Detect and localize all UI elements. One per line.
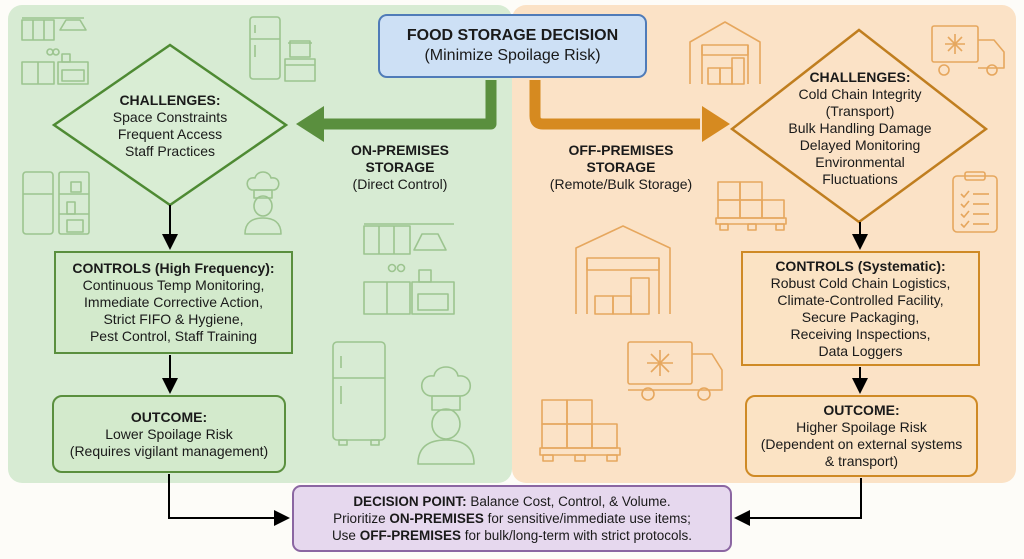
fridge-stove-icon: [249, 16, 316, 82]
off-premises-arrowhead: [702, 106, 730, 142]
fridge-icon: [332, 341, 386, 446]
off-premises-arrow: [529, 80, 700, 130]
decision-line-2-text: for sensitive/immediate use items;: [483, 511, 691, 526]
controls-line: Receiving Inspections,: [790, 325, 931, 342]
refrigerated-truck-icon: [627, 341, 723, 401]
controls-heading: CONTROLS (High Frequency):: [72, 260, 275, 276]
controls-line: Immediate Corrective Action,: [84, 294, 263, 310]
on-premises-arrowhead: [296, 106, 324, 142]
on-premises-challenges-text: CHALLENGES: Space Constraints Frequent A…: [90, 92, 250, 160]
decision-on-premises: ON-PREMISES: [389, 511, 484, 526]
off-premises-outcome-box: OUTCOME: Higher Spoilage Risk (Dependent…: [745, 395, 978, 477]
challenge-item: Delayed Monitoring: [799, 137, 921, 153]
kitchen-icon: [363, 223, 455, 315]
decision-line-3-text: for bulk/long-term with strict protocols…: [460, 528, 693, 543]
controls-line: Pest Control, Staff Training: [89, 328, 258, 344]
kitchen-icon: [21, 17, 89, 85]
off-premises-label: OFF-PREMISES STORAGE (Remote/Bulk Storag…: [536, 142, 706, 193]
on-premises-label-note: (Direct Control): [352, 176, 448, 192]
challenges-heading: CHALLENGES:: [119, 92, 221, 108]
warehouse-icon: [575, 225, 671, 315]
challenges-heading: CHALLENGES:: [809, 69, 911, 85]
off-premises-challenges-text: CHALLENGES: Cold Chain Integrity (Transp…: [780, 69, 940, 188]
off-premises-controls-box: CONTROLS (Systematic): Robust Cold Chain…: [741, 251, 980, 366]
decision-line-1: DECISION POINT: Balance Cost, Control, &…: [353, 493, 670, 510]
outcome-line: Lower Spoilage Risk: [105, 425, 233, 442]
decision-point-box: DECISION POINT: Balance Cost, Control, &…: [292, 485, 732, 552]
connector-outcome-right-to-decision: [734, 478, 862, 526]
clipboard-checklist-icon: [952, 171, 998, 233]
off-premises-label-line1: OFF-PREMISES: [568, 142, 674, 158]
challenge-item: Fluctuations: [822, 171, 898, 187]
on-premises-label-line1: ON-PREMISES: [350, 142, 449, 158]
controls-line: Strict FIFO & Hygiene,: [103, 311, 244, 327]
controls-line: Climate-Controlled Facility,: [777, 291, 944, 308]
warehouse-icon: [689, 21, 761, 85]
outcome-line: & transport): [824, 453, 899, 469]
challenge-item: Staff Practices: [124, 143, 215, 159]
challenge-item: Environmental: [815, 154, 905, 170]
on-premises-label-line2: STORAGE: [365, 159, 435, 175]
outcome-line: (Requires vigilant management): [69, 442, 269, 459]
pallet-boxes-icon: [539, 399, 621, 462]
on-premises-outcome-box: OUTCOME: Lower Spoilage Risk (Requires v…: [52, 395, 286, 473]
decision-off-premises: OFF-PREMISES: [359, 528, 461, 543]
decision-line-3-pre: Use: [331, 528, 360, 543]
outcome-line: (Dependent on external systems: [760, 436, 963, 452]
chef-icon: [244, 171, 282, 235]
pallet-boxes-icon: [715, 181, 787, 231]
decision-line-2-pre: Prioritize: [333, 511, 390, 526]
decision-line-1-text: Balance Cost, Control, & Volume.: [466, 494, 671, 509]
title-heading: FOOD STORAGE DECISION: [406, 27, 619, 44]
decision-heading: DECISION POINT:: [353, 494, 467, 509]
on-premises-label: ON-PREMISES STORAGE (Direct Control): [320, 142, 480, 193]
refrigerated-truck-icon: [931, 25, 1005, 76]
controls-heading: CONTROLS (Systematic):: [775, 257, 946, 274]
challenge-item: Cold Chain Integrity: [798, 86, 922, 102]
on-premises-controls-box: CONTROLS (High Frequency): Continuous Te…: [54, 251, 293, 354]
challenge-item: Space Constraints: [112, 109, 228, 125]
decision-line-2: Prioritize ON-PREMISES for sensitive/imm…: [333, 510, 691, 527]
controls-line: Data Loggers: [818, 342, 903, 359]
controls-line: Secure Packaging,: [801, 308, 920, 325]
off-premises-label-line2: STORAGE: [586, 159, 656, 175]
title-subheading: (Minimize Spoilage Risk): [424, 47, 601, 64]
outcome-heading: OUTCOME:: [823, 402, 900, 418]
challenge-item: Frequent Access: [117, 126, 223, 142]
controls-line: Continuous Temp Monitoring,: [82, 277, 265, 293]
challenge-item: (Transport): [825, 103, 895, 119]
outcome-line: Higher Spoilage Risk: [796, 419, 927, 435]
outcome-heading: OUTCOME:: [130, 408, 208, 425]
title-box: FOOD STORAGE DECISION (Minimize Spoilage…: [378, 14, 647, 78]
connector-outcome-left-to-decision: [168, 474, 290, 526]
decision-line-3: Use OFF-PREMISES for bulk/long-term with…: [332, 527, 692, 544]
chef-icon: [417, 366, 475, 465]
on-premises-arrow: [320, 80, 497, 130]
off-premises-label-note: (Remote/Bulk Storage): [549, 176, 693, 192]
controls-line: Robust Cold Chain Logistics,: [770, 274, 951, 291]
challenge-item: Bulk Handling Damage: [788, 120, 932, 136]
fridge-pantry-icon: [22, 171, 90, 235]
